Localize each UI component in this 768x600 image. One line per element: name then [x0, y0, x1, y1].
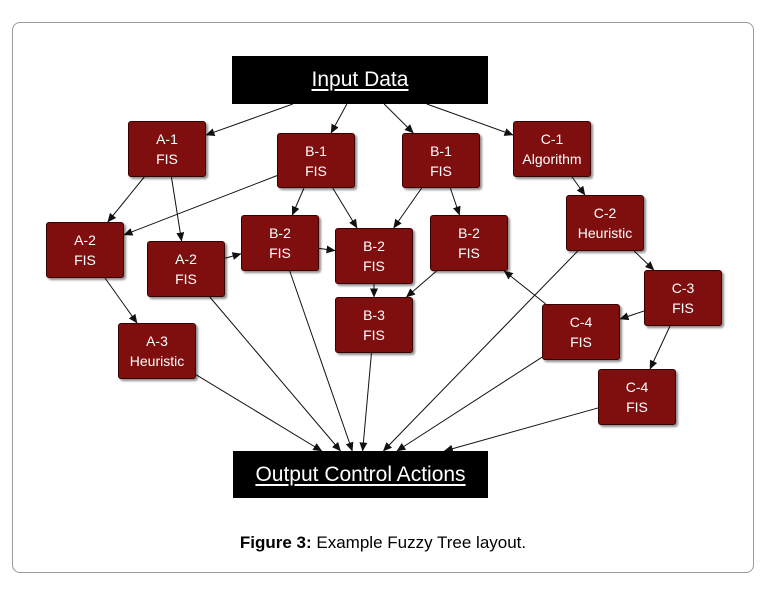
- node-type: FIS: [175, 271, 197, 287]
- caption-figure-number: Figure 3:: [239, 533, 312, 552]
- input-data-box: Input Data: [232, 56, 488, 104]
- node-title: C-4: [569, 314, 593, 330]
- edge-a2l-to-a3: [104, 277, 138, 324]
- node-type: FIS: [458, 245, 480, 261]
- node-title: C-3: [671, 280, 695, 296]
- edge-b2l-to-b2m: [318, 245, 336, 254]
- edge-a1-to-a2l: [107, 176, 145, 223]
- edge-b1l-to-b2l: [291, 187, 305, 216]
- edge-c3-to-c4a: [619, 310, 645, 321]
- node-title: A-1: [156, 131, 178, 147]
- node-type: FIS: [269, 245, 291, 261]
- node-a2-fis-right: A-2 FIS: [147, 241, 225, 297]
- edge-a2r-to-output: [209, 296, 341, 452]
- node-b3-fis: B-3 FIS: [335, 297, 413, 353]
- edge-b1r-to-b2m: [393, 187, 423, 229]
- node-type: FIS: [74, 252, 96, 268]
- edge-b1r-to-b2r: [449, 187, 461, 216]
- node-title: A-3: [146, 333, 168, 349]
- node-type: FIS: [363, 258, 385, 274]
- node-type: FIS: [305, 162, 327, 179]
- edge-b1l-to-b2m: [332, 187, 358, 229]
- figure-frame: [12, 22, 754, 573]
- edge-c4b-to-output: [443, 407, 599, 453]
- node-type: FIS: [430, 162, 452, 179]
- node-a1-fis: A-1 FIS: [128, 121, 206, 177]
- node-title: C-1: [540, 131, 564, 147]
- node-type: Heuristic: [577, 225, 633, 241]
- edge-c2-to-c3: [633, 250, 655, 271]
- node-b2-fis-left: B-2 FIS: [241, 215, 319, 271]
- node-a2-fis-left: A-2 FIS: [46, 222, 124, 278]
- node-b1-fis-left: B-1 FIS: [277, 133, 355, 188]
- edge-input-to-b1r: [383, 103, 414, 134]
- edge-b1l-to-a2l: [123, 175, 278, 236]
- edge-input-to-c1: [426, 103, 514, 136]
- edge-b2r-to-b3: [406, 270, 437, 298]
- node-title: B-1: [305, 142, 327, 159]
- input-data-label: Input Data: [311, 68, 409, 91]
- node-c3-fis: C-3 FIS: [644, 270, 722, 326]
- node-title: A-2: [175, 251, 197, 267]
- node-b1-fis-right: B-1 FIS: [402, 133, 480, 188]
- node-title: B-1: [430, 142, 452, 159]
- node-title: B-2: [458, 225, 480, 241]
- figure-caption: Figure 3: Example Fuzzy Tree layout.: [12, 533, 754, 553]
- node-title: C-4: [625, 379, 649, 395]
- node-type: FIS: [363, 327, 385, 343]
- output-control-actions-box: Output Control Actions: [233, 451, 488, 498]
- edge-c4a-to-b2r: [503, 270, 547, 305]
- node-type: Heuristic: [129, 353, 185, 369]
- node-type: FIS: [626, 399, 648, 415]
- node-c1-algorithm: C-1 Algorithm: [513, 121, 591, 177]
- edge-a3-to-output: [195, 374, 323, 452]
- edge-c1-to-c2: [571, 176, 586, 196]
- edge-a2r-to-b2l: [224, 252, 242, 260]
- node-type: Algorithm: [522, 151, 582, 167]
- edge-c4a-to-output: [396, 356, 543, 452]
- node-c4-fis-upper: C-4 FIS: [542, 304, 620, 360]
- edge-c3-to-c4b: [649, 325, 671, 370]
- node-type: FIS: [570, 334, 592, 350]
- node-c4-fis-lower: C-4 FIS: [598, 369, 676, 425]
- edge-c2-to-output: [382, 250, 579, 452]
- caption-text: Example Fuzzy Tree layout.: [311, 533, 527, 552]
- edge-b3-to-output: [359, 352, 372, 452]
- node-type: FIS: [156, 151, 178, 167]
- node-title: B-2: [363, 238, 385, 254]
- edge-input-to-a1: [205, 103, 294, 136]
- node-c2-heuristic: C-2 Heuristic: [566, 195, 644, 251]
- node-b2-fis-middle: B-2 FIS: [335, 228, 413, 284]
- edge-b2l-to-output: [289, 270, 354, 452]
- node-title: A-2: [74, 232, 96, 248]
- node-title: B-3: [363, 307, 385, 323]
- output-control-actions-label: Output Control Actions: [255, 463, 466, 486]
- node-type: FIS: [672, 300, 694, 316]
- node-a3-heuristic: A-3 Heuristic: [118, 323, 196, 379]
- edge-a1-to-a2r: [170, 176, 185, 242]
- node-title: B-2: [269, 225, 291, 241]
- node-b2-fis-right: B-2 FIS: [430, 215, 508, 271]
- edge-input-to-b1l: [330, 103, 348, 134]
- node-title: C-2: [593, 205, 617, 221]
